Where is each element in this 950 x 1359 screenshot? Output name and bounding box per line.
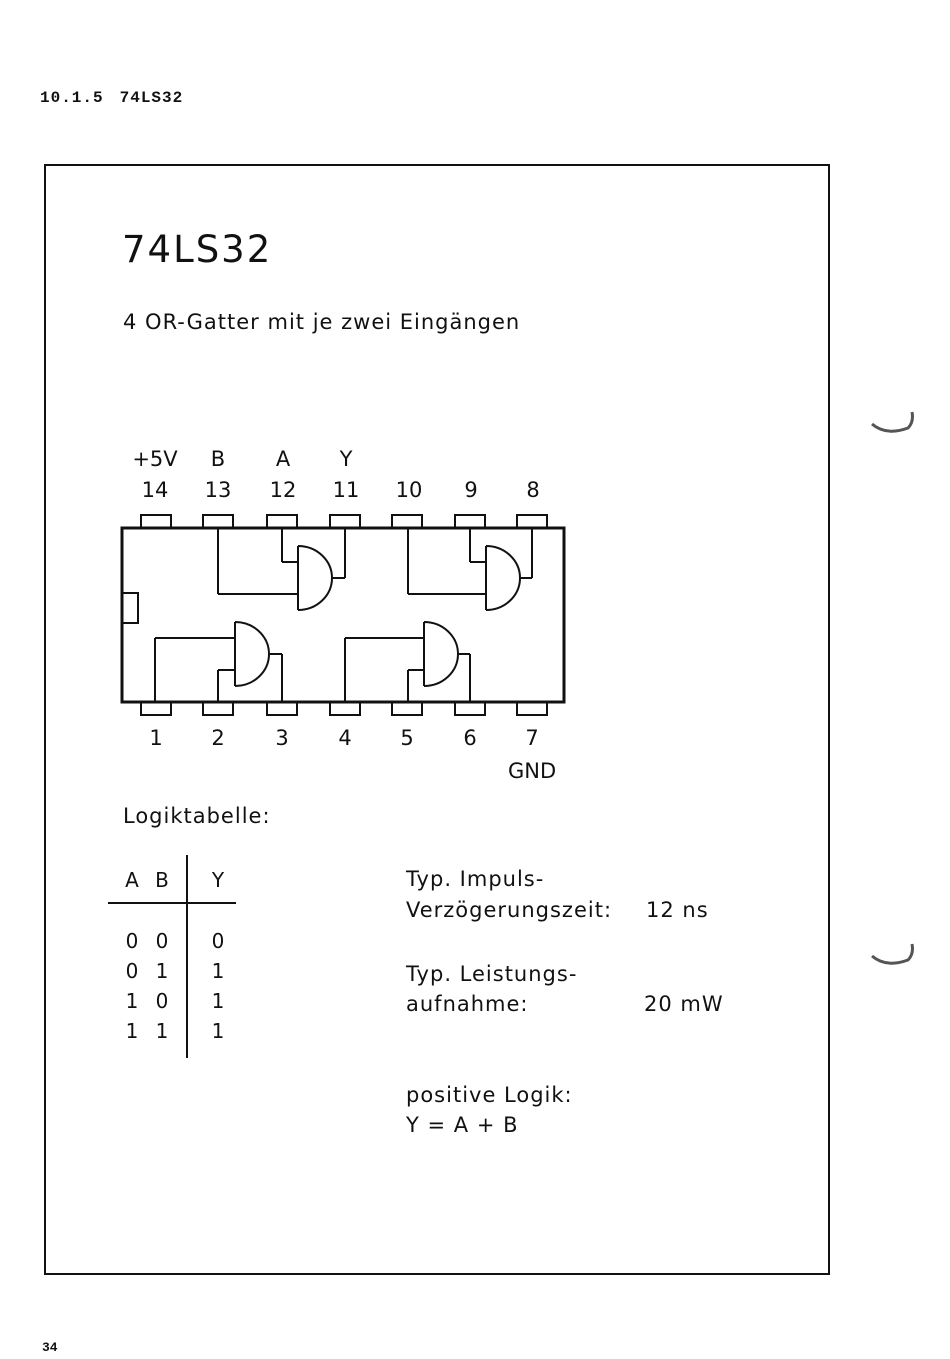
spec-power-value: 20 mW (644, 992, 724, 1016)
truth-table-cell: 1 (125, 1019, 139, 1043)
pin-14 (140, 514, 172, 529)
pin-label-b: B (210, 447, 226, 471)
pin-number-2: 2 (211, 726, 225, 750)
pin-number-12: 12 (269, 478, 297, 502)
truth-table-cell: 1 (155, 1019, 169, 1043)
chip-description: 4 OR-Gatter mit je zwei Eingängen (123, 310, 521, 334)
pin-number-3: 3 (275, 726, 289, 750)
section-header: 10.1.5 74LS32 (40, 89, 199, 107)
truth-table-cell: 1 (155, 959, 169, 983)
truth-table-cell: 0 (155, 989, 169, 1013)
section-title: 74LS32 (119, 89, 184, 107)
pin-7 (516, 701, 548, 716)
chip-body (120, 526, 566, 704)
pin-number-7: 7 (525, 726, 539, 750)
pin-number-1: 1 (149, 726, 163, 750)
page-number: 34 (42, 1340, 58, 1355)
or-gate-bottom-left (154, 621, 283, 702)
binder-hole-mark (871, 943, 914, 965)
chip-title: 74LS32 (122, 228, 273, 271)
truth-table-cell: 0 (155, 929, 169, 953)
or-gate-bottom-right (344, 621, 471, 702)
pin-9 (454, 514, 486, 529)
or-gate-top-right (407, 528, 533, 611)
spec-power-line2: aufnahme: (406, 992, 529, 1016)
truth-table-cell: 1 (211, 1019, 225, 1043)
pin-13 (202, 514, 234, 529)
pin-number-9: 9 (464, 478, 478, 502)
pin-label-vcc: +5V (132, 447, 178, 471)
pin-number-10: 10 (395, 478, 423, 502)
pin-11 (329, 514, 361, 529)
binder-hole-mark (871, 411, 914, 433)
pin-5 (391, 701, 423, 716)
spec-logic-equation: Y = A + B (406, 1113, 519, 1137)
truth-table-cell: 1 (125, 989, 139, 1013)
truth-table-title: Logiktabelle: (123, 804, 271, 828)
truth-table-cell: 1 (211, 989, 225, 1013)
spec-delay-line1: Typ. Impuls- (406, 867, 545, 891)
truth-table-cell: 0 (125, 959, 139, 983)
gnd-label: GND (508, 759, 557, 783)
truth-table-column-rule (186, 855, 188, 1058)
pin-number-11: 11 (332, 478, 360, 502)
datasheet-frame (44, 164, 830, 1275)
pin-number-14: 14 (141, 478, 169, 502)
pin-6 (454, 701, 486, 716)
pin-number-8: 8 (526, 478, 540, 502)
pin-number-13: 13 (204, 478, 232, 502)
truth-table-header-y: Y (211, 868, 225, 892)
pin-8 (516, 514, 548, 529)
section-number: 10.1.5 (40, 89, 104, 107)
pin-1 (140, 701, 172, 716)
pin-4 (329, 701, 361, 716)
spec-logic-label: positive Logik: (406, 1083, 573, 1107)
pin-12 (266, 514, 298, 529)
truth-table-header-b: B (155, 868, 169, 892)
or-gate-top-left (217, 528, 346, 611)
pin-2 (202, 701, 234, 716)
spec-power-line1: Typ. Leistungs- (406, 962, 578, 986)
truth-table-cell: 0 (211, 929, 225, 953)
spec-delay-line2: Verzögerungszeit: (406, 898, 613, 922)
truth-table-header-a: A (125, 868, 139, 892)
chip-notch (121, 592, 139, 624)
pin-number-4: 4 (338, 726, 352, 750)
pin-label-y: Y (339, 447, 353, 471)
spec-delay-value: 12 ns (646, 898, 709, 922)
truth-table-cell: 0 (125, 929, 139, 953)
truth-table-header-rule (108, 902, 236, 904)
pin-3 (266, 701, 298, 716)
truth-table-cell: 1 (211, 959, 225, 983)
pin-label-a: A (275, 447, 291, 471)
pin-number-6: 6 (463, 726, 477, 750)
pin-number-5: 5 (400, 726, 414, 750)
pin-10 (391, 514, 423, 529)
